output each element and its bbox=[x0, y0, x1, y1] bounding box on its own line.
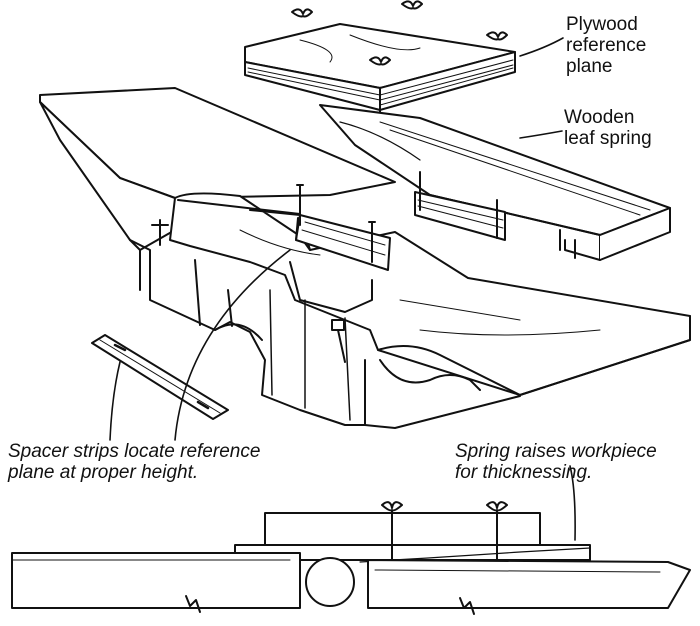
label-line: Spacer strips locate reference bbox=[8, 441, 261, 462]
jointer-body bbox=[39, 87, 691, 429]
label-wooden-leaf-spring: Wooden leaf spring bbox=[564, 107, 652, 149]
label-line: Spring raises workpiece bbox=[455, 441, 657, 462]
side-view-section bbox=[11, 501, 691, 615]
wooden-leaf-spring bbox=[319, 104, 671, 261]
label-spring-raises: Spring raises workpiece for thicknessing… bbox=[455, 441, 657, 483]
label-plywood-reference-plane: Plywood reference plane bbox=[566, 14, 646, 77]
leader-lines bbox=[109, 37, 576, 541]
label-line: plane at proper height. bbox=[8, 462, 199, 483]
label-line: plane bbox=[566, 56, 613, 77]
label-line: leaf spring bbox=[564, 128, 652, 149]
label-line: reference bbox=[566, 35, 647, 56]
label-spacer-strips: Spacer strips locate reference plane at … bbox=[8, 441, 260, 483]
label-line: Wooden bbox=[564, 107, 635, 128]
pivot-bolt-icon bbox=[331, 319, 346, 363]
plywood-reference-plane bbox=[244, 23, 516, 113]
spacer-strip-assembly bbox=[151, 171, 506, 271]
label-line: for thicknessing. bbox=[455, 462, 593, 483]
wing-nut-icon bbox=[291, 0, 508, 66]
loose-spacer-strip bbox=[91, 334, 229, 420]
label-line: Plywood bbox=[566, 14, 638, 35]
